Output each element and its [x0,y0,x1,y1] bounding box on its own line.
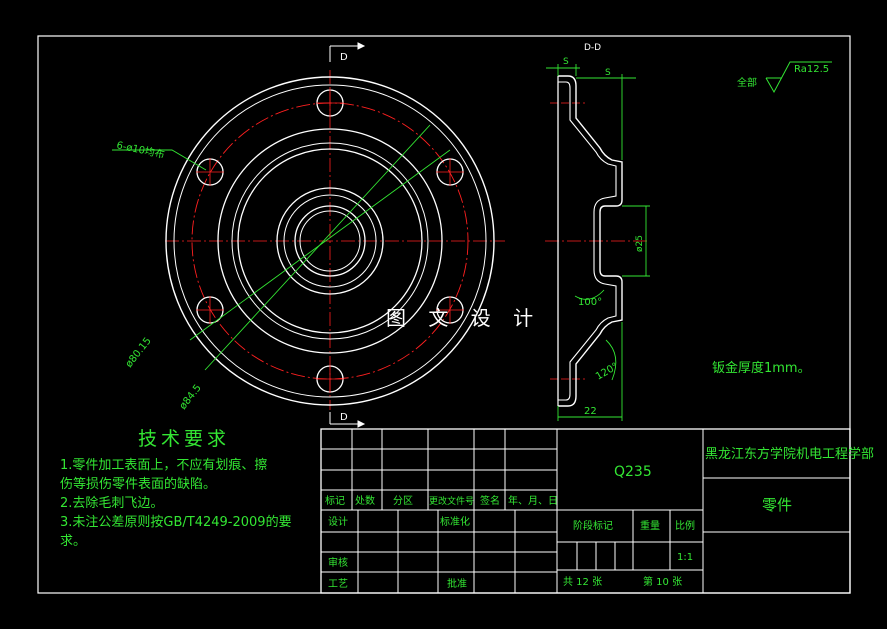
dim-s-right-text: S [605,68,611,78]
tb-stage-mark: 阶段标记 [573,519,613,532]
tb-school: 黑龙江东方学院机电工程学部 [705,446,874,462]
title-block-text: Q235 黑龙江东方学院机电工程学部 零件 标记 处数 分区 更改文件号 签名 … [325,446,874,590]
dim-pcd-text: ø80.15 [124,336,154,370]
step-ring-1 [217,128,443,354]
outer-rim [165,76,495,406]
tb-process: 工艺 [328,578,348,590]
tech-line: 1.零件加工表面上，不应有划痕、擦 [60,458,268,473]
tb-h-mark: 标记 [325,495,345,507]
title-block-frame [320,428,851,594]
dim-angle-2-text: 120° [594,361,620,383]
bore-inner [299,210,361,272]
section-arrow-head [357,420,366,428]
tb-part-name: 零件 [762,496,792,514]
front-view [112,42,505,428]
tech-requirements-list: 1.零件加工表面上，不应有划痕、擦 伤等损伤零件表面的缺陷。 2.去除毛刺飞边。… [60,456,320,551]
dim-angle-2-arc [605,339,617,381]
section-marks [329,42,366,428]
bore-outer [294,205,366,277]
section-profile-inner [557,81,617,401]
roughness-value: Ra12.5 [794,64,829,75]
section-top-label: D [340,52,348,63]
dim-angle-1-text: 100° [578,297,602,308]
tb-h-zone: 分区 [393,495,413,507]
tb-sheet-no: 第 10 张 [643,575,682,588]
tb-design: 设计 [328,515,348,528]
tb-weight: 重量 [640,519,660,532]
front-dimensions [112,124,451,371]
bolt-hole-crosses [196,89,464,393]
section-profile-outer [558,75,623,407]
tech-line: 伤等损伤零件表面的缺陷。 [60,477,217,492]
tb-approve: 批准 [447,577,467,590]
tb-h-sign: 签名 [480,494,500,507]
leader-holes [112,149,207,171]
hub-ring-2 [283,194,377,288]
step-ring-3 [237,148,423,334]
tech-line: 2.去除毛刺飞边。 [60,496,164,511]
tech-line: 求。 [60,534,87,549]
tb-h-count: 处数 [355,494,375,507]
hub-ring-1 [276,187,384,295]
sheet-thickness-note: 钣金厚度1mm。 [712,361,811,376]
watermark-text: 图 文 设 计 [386,306,542,330]
dim-height-text: 22 [584,406,597,417]
dim-s-left-text: S [563,57,569,67]
section-dimensions [546,64,650,421]
tb-scale-label: 比例 [675,519,695,532]
roughness-prefix: 全部 [737,76,757,89]
dim-line-outer [204,124,431,371]
dim-outer-text: ø84.5 [178,383,204,412]
section-arrow-head [357,42,366,50]
tb-standard: 标准化 [440,515,470,528]
dim-holes-text: 6-ø10均布 [115,139,165,161]
tb-h-date: 年、月、日 [508,494,558,507]
dim-angle-1-arc [574,289,605,300]
roughness-icon [765,61,832,94]
tech-line: 3.未注公差原则按GB/T4249-2009的要 [60,515,292,530]
tech-requirements-title: 技术要求 [138,428,231,450]
tb-scale-value: 1:1 [677,552,693,563]
step-ring-2 [231,142,429,340]
tb-material: Q235 [614,464,652,480]
dim-center-dia-text: ø25 [635,235,645,252]
title-block [320,428,851,594]
outer-rim-inner [173,84,487,398]
section-view [545,64,650,421]
section-view-title: D-D [584,43,601,53]
tb-h-docno: 更改文件号 [429,495,474,507]
section-bottom-label: D [340,412,348,423]
tb-review: 审核 [328,556,348,569]
tb-sheets-total: 共 12 张 [563,576,602,588]
